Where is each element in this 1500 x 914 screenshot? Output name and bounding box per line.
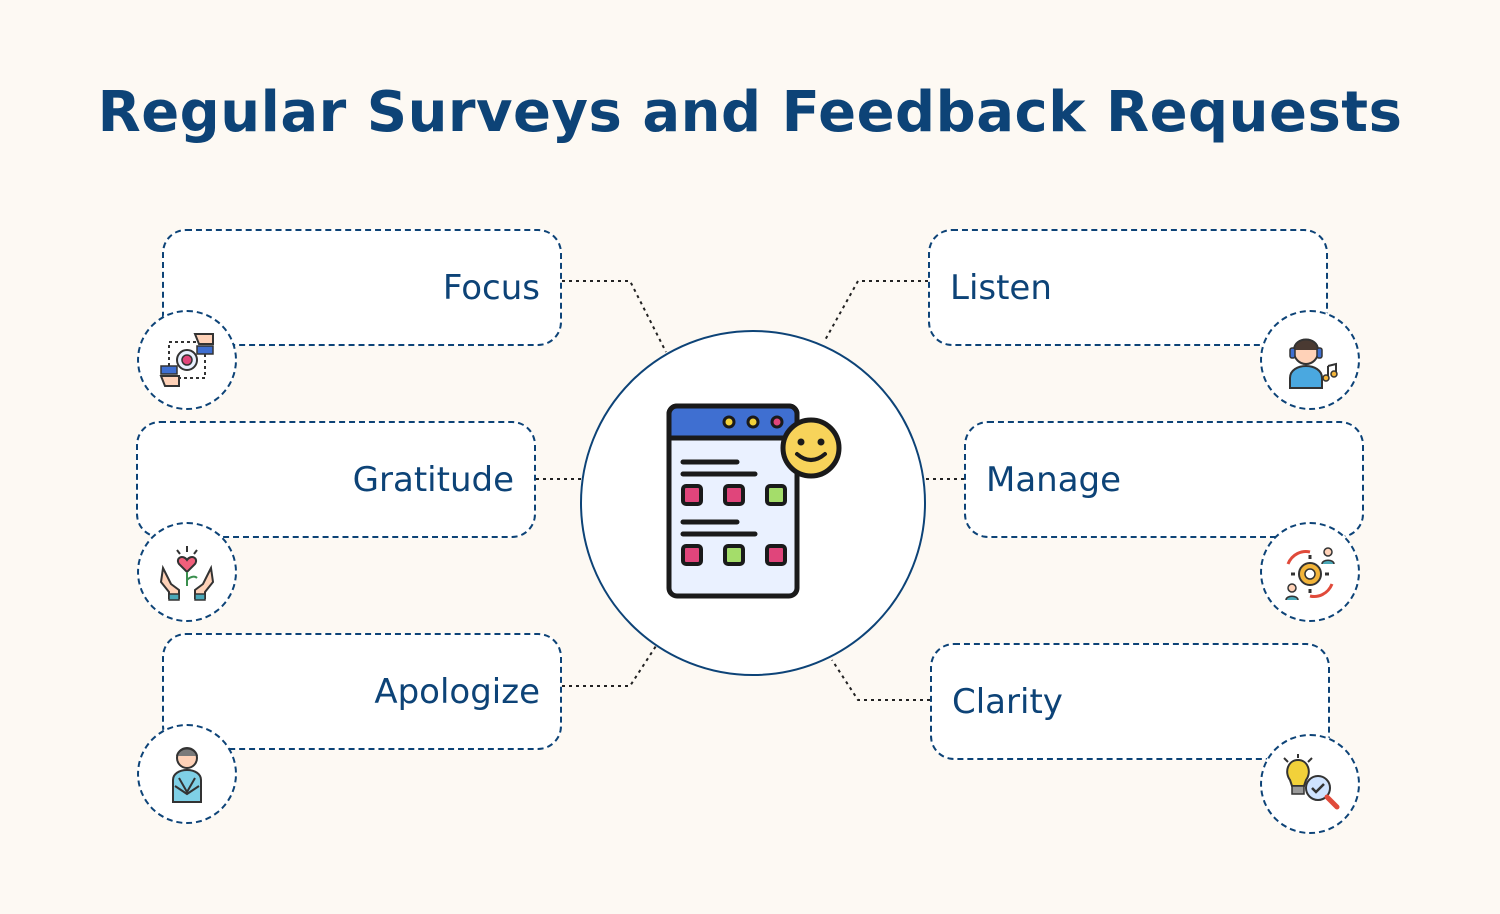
page-title: Regular Surveys and Feedback Requests [97,80,1403,145]
connector-listen [823,280,928,343]
manage-gear-icon [1260,522,1360,622]
card-listen: Listen [928,229,1328,346]
card-manage: Manage [964,421,1364,538]
card-gratitude: Gratitude [136,421,536,538]
card-label-gratitude: Gratitude [352,459,514,500]
card-focus: Focus [162,229,562,346]
card-apologize: Apologize [162,633,562,750]
clarity-bulb-icon [1260,734,1360,834]
card-label-focus: Focus [442,267,540,308]
listen-headset-icon [1260,310,1360,410]
center-hub [580,330,926,676]
card-label-manage: Manage [986,459,1122,500]
survey-form-icon [666,403,842,599]
card-label-apologize: Apologize [374,671,540,712]
connector-focus [562,280,667,353]
card-label-listen: Listen [950,267,1052,308]
focus-target-icon [137,310,237,410]
card-label-clarity: Clarity [952,681,1063,722]
connector-apologize [562,645,657,687]
connector-clarity [831,659,930,701]
gratitude-hands-icon [137,522,237,622]
card-clarity: Clarity [930,643,1330,760]
apologize-person-icon [137,724,237,824]
